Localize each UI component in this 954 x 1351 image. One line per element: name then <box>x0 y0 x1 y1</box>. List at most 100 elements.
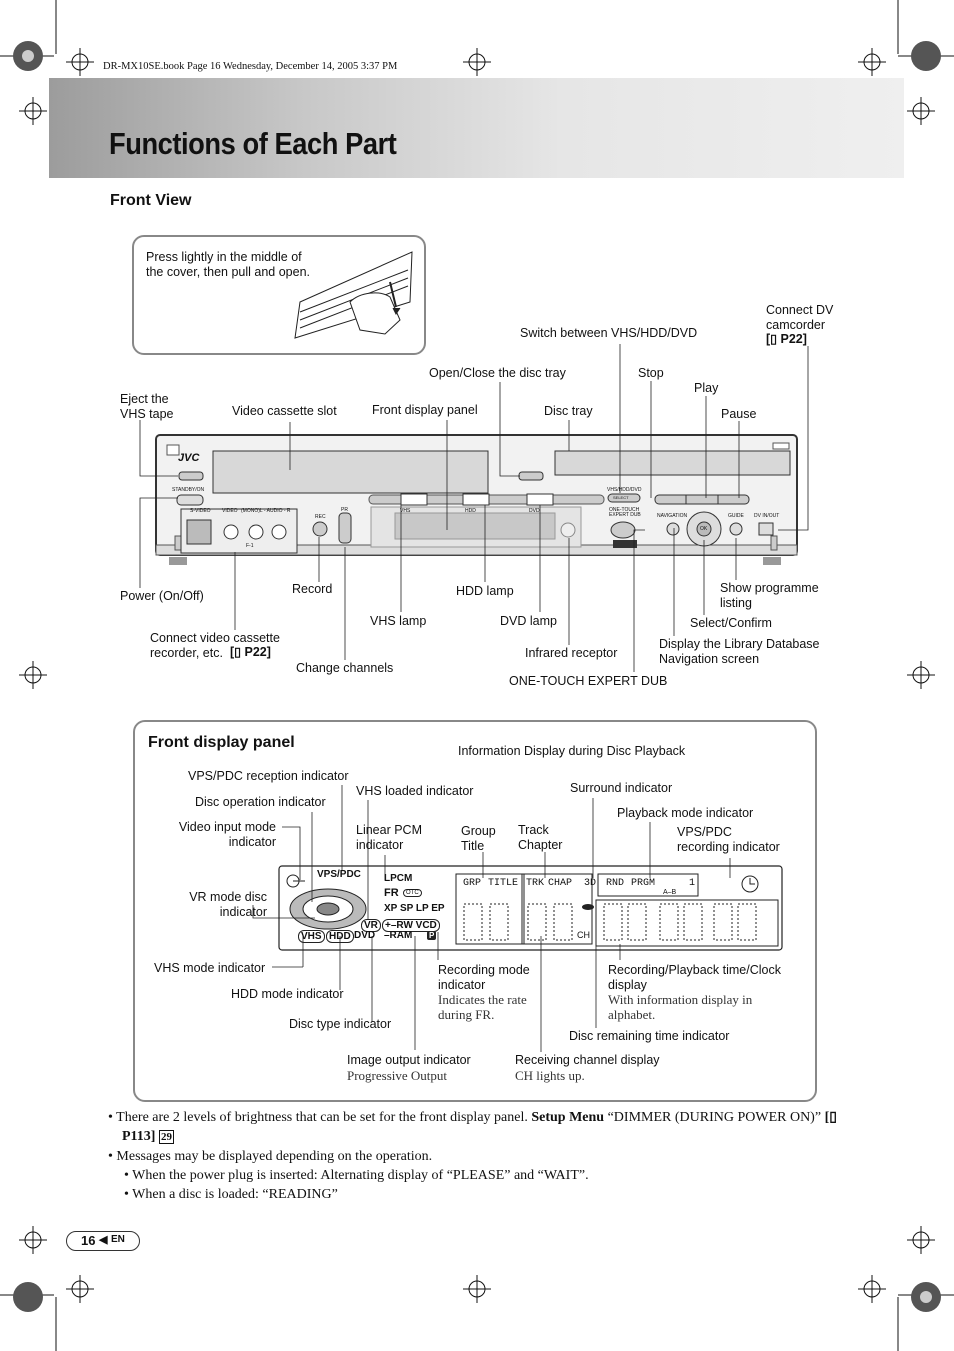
note-brightness: • There are 2 levels of brightness that … <box>108 1110 837 1144</box>
label-show-programme: Show programme listing <box>720 581 819 610</box>
disp-fr-sub: OTC <box>403 889 422 897</box>
label-cassette-slot: Video cassette slot <box>232 404 337 418</box>
note-sub-plug-text: When the power plug is inserted: Alterna… <box>132 1168 589 1183</box>
one-touch-device-label: ONE-TOUCH EXPERT DUB <box>609 507 641 518</box>
note-sub-disc-text: When a disc is loaded: “READING” <box>132 1187 338 1202</box>
label-vps-reception: VPS/PDC reception indicator <box>188 769 349 783</box>
menu-number-badge: 29 <box>158 1130 174 1144</box>
label-disc-remaining: Disc remaining time indicator <box>569 1029 730 1043</box>
vhs-lamp-text: VHS <box>400 508 411 514</box>
label-receiving-channel: Receiving channel display <box>515 1053 660 1067</box>
cover-callout-text: Press lightly in the middle of the cover… <box>146 250 311 279</box>
sub-recording-mode: Indicates the rate during FR. <box>438 992 527 1022</box>
disp-lpcm: LPCM <box>384 873 413 884</box>
disp-ab: A–B <box>663 889 677 896</box>
page-lang: EN <box>111 1234 125 1245</box>
label-disc-operation: Disc operation indicator <box>195 795 326 809</box>
label-video-input: Video input mode indicator <box>178 820 276 849</box>
disp-dvd: DVD <box>354 930 376 941</box>
disp-grp: GRP <box>463 878 482 889</box>
front-view-heading: Front View <box>110 192 192 209</box>
label-rec-play-time: Recording/Playback time/Clock display <box>608 963 781 992</box>
note-sub-plug: • When the power plug is inserted: Alter… <box>124 1168 589 1183</box>
disp-p: P <box>427 931 437 940</box>
label-vr-mode: VR mode disc indicator <box>189 890 267 919</box>
disp-chap: CHAP <box>548 878 573 889</box>
label-select-confirm: Select/Confirm <box>690 616 772 630</box>
page-title: Functions of Each Part <box>109 126 397 161</box>
header-band <box>49 78 904 178</box>
notes: • There are 2 levels of brightness that … <box>108 1108 843 1204</box>
label-open-close: Open/Close the disc tray <box>429 366 566 380</box>
front-display-graphic <box>278 865 783 951</box>
disp-title: TITLE <box>488 878 519 889</box>
dv-in-out-label: DV IN/OUT <box>754 513 780 519</box>
label-power: Power (On/Off) <box>120 589 204 603</box>
label-vps-recording: VPS/PDC recording indicator <box>677 825 780 854</box>
disp-vr: VR <box>361 919 381 932</box>
label-track-chapter: Track Chapter <box>518 823 563 852</box>
disp-vps-pdc: VPS/PDC <box>317 869 361 880</box>
brand-logo: JVC <box>178 452 200 464</box>
disp-trk: TRK <box>526 878 545 889</box>
sub-image-output: Progressive Output <box>347 1068 448 1083</box>
note-sub-disc: • When a disc is loaded: “READING” <box>124 1187 338 1202</box>
label-surround: Surround indicator <box>570 781 673 795</box>
label-hdd-lamp: HDD lamp <box>456 584 514 598</box>
label-eject: Eject the VHS tape <box>120 392 174 421</box>
disp-fr: FR <box>384 887 399 899</box>
ref-connect-dv: [▯ P22] <box>766 332 807 346</box>
label-one-touch: ONE-TOUCH EXPERT DUB <box>509 674 668 688</box>
page-number: 16 <box>81 1233 96 1248</box>
sub-receiving-channel: CH lights up. <box>515 1068 585 1083</box>
audio-label: (MONO)L - AUDIO - R <box>241 508 291 514</box>
label-record: Record <box>292 582 333 596</box>
setup-menu-ref: Setup Menu <box>531 1110 605 1125</box>
front-display-box <box>133 720 817 1102</box>
label-hdd-mode: HDD mode indicator <box>231 987 344 1001</box>
page-ref-p113: [▯ P113] <box>122 1110 837 1144</box>
label-vhs-loaded: VHS loaded indicator <box>356 784 474 798</box>
pr-label: PR <box>341 507 348 513</box>
disp-modes: XP SP LP EP <box>384 903 445 914</box>
standby-label: STANDBY/ON <box>172 487 205 493</box>
dvd-lamp-text: DVD <box>529 508 540 514</box>
front-display-heading: Front display panel <box>148 734 295 751</box>
hdd-lamp-text: HDD <box>465 508 476 514</box>
label-linear-pcm: Linear PCM indicator <box>356 823 422 852</box>
vhs-hdd-dvd-label: VHS/HDD/DVD <box>607 487 642 493</box>
label-change-channels: Change channels <box>296 661 394 675</box>
info-display-heading: Information Display during Disc Playback <box>458 744 686 758</box>
label-pause: Pause <box>721 407 757 421</box>
label-front-display: Front display panel <box>372 403 478 417</box>
label-connect-vcr: Connect video cassette recorder, etc. <box>150 631 280 660</box>
note-messages-text: Messages may be displayed depending on t… <box>116 1149 433 1164</box>
label-library: Display the Library Database Navigation … <box>659 637 820 666</box>
disp-rnd: RND <box>606 878 625 889</box>
label-stop: Stop <box>638 366 664 380</box>
cover-open-illustration <box>294 251 413 339</box>
recorder-front-panel <box>155 434 798 565</box>
note-messages: • Messages may be displayed depending on… <box>108 1149 433 1164</box>
label-switch: Switch between VHS/HDD/DVD <box>520 326 698 340</box>
label-infrared: Infrared receptor <box>525 646 618 660</box>
page-number-box: 16 ◀ EN <box>66 1231 140 1251</box>
sub-rec-play-time: With information display in alphabet. <box>608 992 753 1022</box>
video-label: VIDEO <box>222 508 238 514</box>
ok-label: OK <box>700 526 708 532</box>
disp-vhs: VHS <box>298 930 325 943</box>
disp-prgm: PRGM <box>631 878 656 889</box>
label-vhs-lamp: VHS lamp <box>370 614 427 628</box>
svideo-label: S-VIDEO <box>190 508 211 514</box>
display-leader-lines <box>252 785 731 1052</box>
navigation-label: NAVIGATION <box>657 513 688 519</box>
cover-callout-box <box>132 235 426 355</box>
disp-one: 1 <box>689 878 696 889</box>
label-disc-tray: Disc tray <box>544 404 593 418</box>
label-connect-dv: Connect DV camcorder <box>766 303 834 332</box>
select-label: SELECT <box>613 495 629 500</box>
disp-ram: –RAM <box>384 930 413 941</box>
dimmer-text: “DIMMER (DURING POWER ON)” <box>607 1110 822 1125</box>
guide-label: GUIDE <box>728 513 744 519</box>
